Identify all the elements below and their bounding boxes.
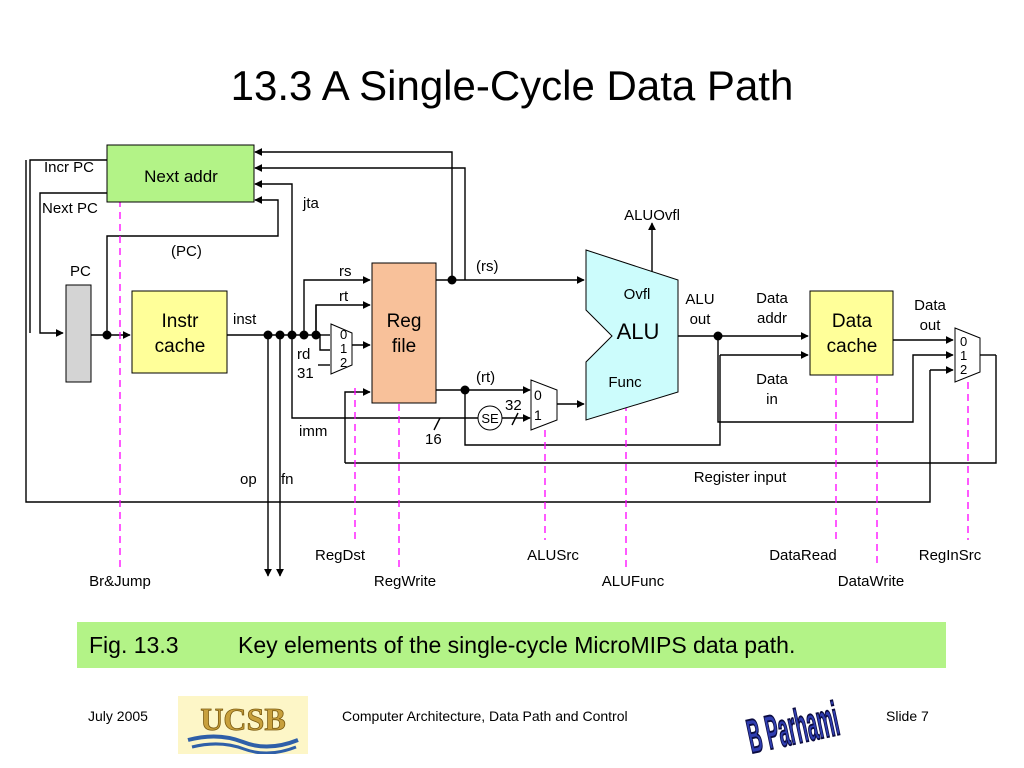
figure-caption-text: Key elements of the single-cycle MicroMI…	[238, 632, 796, 658]
control-lines	[119, 200, 969, 568]
control-alufunc: ALUFunc	[602, 573, 665, 590]
control-regdst: RegDst	[315, 547, 366, 564]
ucsb-logo: UCSB	[178, 696, 308, 754]
control-reginsrc: RegInSrc	[919, 547, 982, 564]
thirty-one-label: 31	[297, 365, 314, 382]
regdst-mux-in-1: 1	[340, 341, 347, 356]
control-labels: Br&Jump RegDst RegWrite ALUSrc ALUFunc D…	[89, 547, 982, 590]
alu-ovfl-out-label: ALUOvfl	[624, 207, 680, 224]
regdst-mux: 0 1 2	[330, 323, 353, 375]
instr-cache-block: Instr cache	[131, 290, 228, 374]
reg-file-label-1: Reg	[387, 311, 422, 332]
footer-slide-number: Slide 7	[886, 708, 929, 724]
svg-text:B Parhami: B Parhami	[742, 692, 843, 762]
footer-course: Computer Architecture, Data Path and Con…	[342, 708, 628, 724]
control-dataread: DataRead	[769, 547, 837, 564]
slide-title: 13.3 A Single-Cycle Data Path	[230, 62, 794, 109]
pc-paren-label: (PC)	[171, 243, 202, 260]
data-out-label-1: Data	[914, 297, 946, 314]
alu-out-label-2: out	[690, 311, 712, 328]
alu-out-label-1: ALU	[685, 291, 714, 308]
regdst-mux-in-0: 0	[340, 327, 347, 342]
control-alusrc: ALUSrc	[527, 547, 579, 564]
data-addr-label-1: Data	[756, 290, 788, 307]
data-out-label-2: out	[920, 317, 942, 334]
alusrc-mux: 0 1	[530, 379, 558, 431]
datapath-diagram: Next addr Instr cache Reg file ALU Ovfl …	[25, 144, 997, 590]
rs-label: rs	[339, 263, 352, 280]
control-datawrite: DataWrite	[838, 573, 904, 590]
control-regwrite: RegWrite	[374, 573, 436, 590]
alu-label: ALU	[617, 319, 660, 344]
register-input-label: Register input	[694, 469, 787, 486]
sign-extend-unit: SE	[477, 405, 503, 431]
alusrc-mux-in-0: 0	[534, 387, 542, 403]
incr-pc-label: Incr PC	[44, 159, 94, 176]
instr-cache-label-2: cache	[155, 336, 206, 357]
wires	[25, 148, 997, 577]
se-label: SE	[481, 411, 499, 426]
figure-number: Fig. 13.3	[89, 632, 179, 658]
alu-block: ALU Ovfl Func	[585, 249, 679, 421]
regdst-mux-in-2: 2	[340, 355, 347, 370]
jta-label: jta	[302, 195, 320, 212]
pc-register	[65, 284, 92, 383]
control-br-jump: Br&Jump	[89, 573, 151, 590]
sixteen-label: 16	[425, 431, 442, 448]
signal-labels: PC Incr PC Next PC jta (PC) inst rs rt r…	[42, 159, 946, 488]
reginsrc-mux-in-2: 2	[960, 362, 967, 377]
next-addr-label: Next addr	[144, 167, 218, 186]
rs-paren-label: (rs)	[476, 258, 499, 275]
imm-label: imm	[299, 423, 327, 440]
fn-label: fn	[281, 471, 294, 488]
reg-file-block: Reg file	[371, 262, 437, 404]
reginsrc-mux-in-1: 1	[960, 348, 967, 363]
data-in-label-1: Data	[756, 371, 788, 388]
data-cache-label-2: cache	[827, 336, 878, 357]
thirty-two-label: 32	[505, 397, 522, 414]
next-pc-label: Next PC	[42, 200, 98, 217]
reginsrc-mux: 0 1 2	[954, 327, 981, 383]
svg-text:UCSB: UCSB	[200, 701, 285, 737]
pc-label: PC	[70, 263, 91, 280]
instr-cache-label-1: Instr	[162, 311, 200, 332]
rt-label: rt	[339, 288, 349, 305]
alusrc-mux-in-1: 1	[534, 407, 542, 423]
op-label: op	[240, 471, 257, 488]
next-addr-block: Next addr	[106, 144, 255, 203]
author-logo: B Parhami	[742, 691, 844, 762]
rd-label: rd	[297, 346, 310, 363]
data-cache-block: Data cache	[809, 290, 894, 376]
alu-ovfl-label: Ovfl	[624, 286, 651, 303]
data-in-label-2: in	[766, 391, 778, 408]
reginsrc-mux-in-0: 0	[960, 334, 967, 349]
footer-date: July 2005	[88, 708, 148, 724]
alu-func-label: Func	[608, 374, 642, 391]
figure-caption: Fig. 13.3 Key elements of the single-cycl…	[77, 622, 946, 668]
rt-paren-label: (rt)	[476, 369, 495, 386]
reg-file-label-2: file	[392, 336, 416, 357]
inst-label: inst	[233, 311, 257, 328]
data-cache-label-1: Data	[832, 311, 873, 332]
data-addr-label-2: addr	[757, 310, 787, 327]
junction-dots	[102, 275, 723, 395]
